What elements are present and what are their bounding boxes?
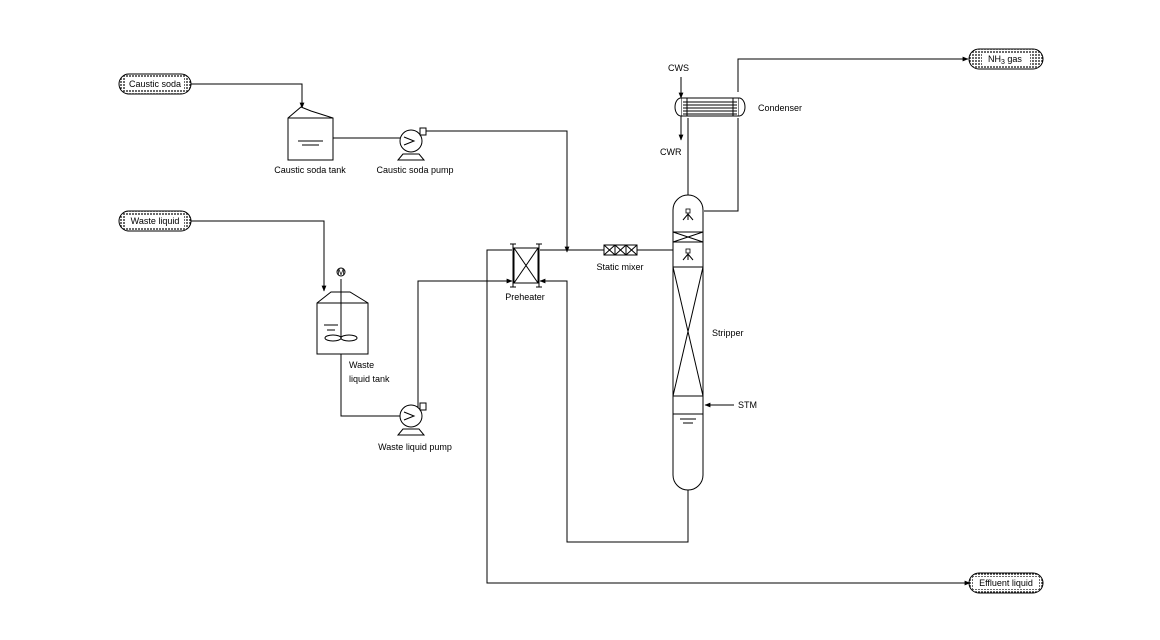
- caustic-soda-pump-label: Caustic soda pump: [376, 165, 453, 175]
- cwr-label: CWR: [660, 147, 682, 157]
- line-vapor-to-condenser: [704, 118, 739, 212]
- preheater[interactable]: [510, 243, 542, 288]
- condenser[interactable]: [674, 97, 746, 117]
- line-caustic-to-tank: [190, 83, 305, 109]
- line-waste-to-tank: [190, 220, 327, 292]
- line-condenser-to-nh3: [737, 56, 969, 92]
- caustic-soda-tank-label: Caustic soda tank: [274, 165, 346, 175]
- terminal-caustic-soda-label: Caustic soda: [129, 79, 181, 89]
- line-preheater-to-effluent: [486, 249, 971, 586]
- waste-liquid-tank-label-1: Waste: [349, 360, 374, 370]
- agitator-motor-symbol: M: [337, 267, 345, 277]
- terminal-waste-liquid[interactable]: Waste liquid: [118, 210, 192, 232]
- terminal-effluent-liquid-label: Effluent liquid: [979, 578, 1033, 588]
- waste-liquid-tank[interactable]: M: [316, 267, 369, 355]
- caustic-soda-pump[interactable]: [396, 127, 427, 161]
- line-bottoms-to-preheater: [539, 278, 689, 543]
- static-mixer-label: Static mixer: [596, 262, 643, 272]
- line-tank-to-waste-pump: [340, 354, 400, 417]
- cws-label: CWS: [668, 63, 689, 73]
- waste-liquid-tank-label-2: liquid tank: [349, 374, 390, 384]
- terminal-nh3-gas-label: NH3 gas: [988, 54, 1022, 66]
- stripper-label: Stripper: [712, 328, 744, 338]
- preheater-label: Preheater: [505, 292, 545, 302]
- waste-liquid-pump[interactable]: [396, 402, 427, 436]
- terminal-nh3-gas[interactable]: NH3 gas: [968, 48, 1044, 70]
- waste-liquid-pump-label: Waste liquid pump: [378, 442, 452, 452]
- caustic-soda-tank[interactable]: [287, 106, 334, 161]
- condenser-label: Condenser: [758, 103, 802, 113]
- line-caustic-pump-to-mixer: [420, 130, 570, 253]
- terminal-effluent-liquid[interactable]: Effluent liquid: [968, 572, 1044, 594]
- terminal-caustic-soda[interactable]: Caustic soda: [118, 73, 192, 95]
- stripper-column[interactable]: [672, 194, 704, 491]
- terminal-waste-liquid-label: Waste liquid: [131, 216, 180, 226]
- piping: [190, 56, 971, 586]
- stm-label: STM: [738, 400, 757, 410]
- static-mixer[interactable]: [603, 244, 638, 256]
- line-waste-pump-to-preheater: [417, 278, 513, 407]
